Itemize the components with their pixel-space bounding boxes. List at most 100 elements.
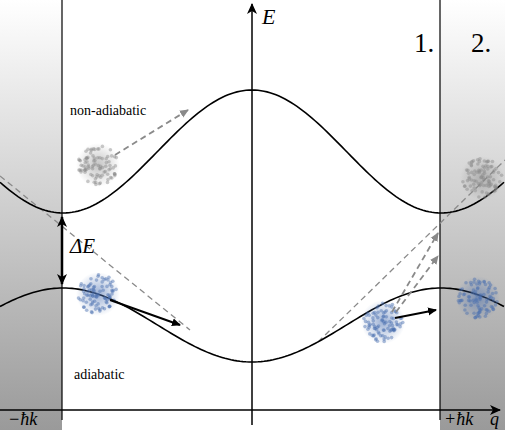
wavepacket-dot xyxy=(390,305,394,309)
wavepacket-dot xyxy=(85,156,89,160)
wavepacket-dot xyxy=(492,190,496,194)
wavepacket-dot xyxy=(105,285,109,289)
wavepacket-dot xyxy=(495,187,499,191)
wavepacket-dot xyxy=(483,195,487,199)
wavepacket-dot xyxy=(461,180,465,184)
wavepacket-dot xyxy=(82,305,86,309)
wavepacket-dot xyxy=(500,173,504,177)
wavepacket-dot xyxy=(482,178,486,182)
wavepacket-dot xyxy=(107,160,111,164)
wavepacket-dot xyxy=(85,156,89,160)
regime-label: adiabatic xyxy=(74,368,125,382)
wavepacket-dot xyxy=(395,323,399,327)
wavepacket-dot xyxy=(482,280,486,284)
wavepacket-dot xyxy=(469,281,473,285)
wavepacket-dot xyxy=(478,157,482,161)
wavepacket-dot xyxy=(472,159,476,163)
wavepacket-dot xyxy=(492,178,496,182)
tick-label: −ħk xyxy=(8,410,37,428)
wavepacket-dot xyxy=(368,332,372,336)
shaded-region xyxy=(0,0,62,430)
wavepacket-dot xyxy=(390,336,394,340)
wavepacket-dot xyxy=(393,328,397,332)
wavepacket-dot xyxy=(478,184,482,188)
wavepacket-dot xyxy=(91,167,95,171)
wavepacket-dot xyxy=(98,182,102,186)
wavepacket-dot xyxy=(477,195,481,199)
wavepacket-dot xyxy=(100,285,104,289)
wavepacket-dot xyxy=(385,315,389,319)
wavepacket-dot xyxy=(472,301,476,305)
wavepacket-dot xyxy=(486,160,490,164)
nonadiabatic-arrow xyxy=(392,233,438,312)
wavepacket-dot xyxy=(105,301,109,305)
wavepacket-dot xyxy=(110,285,114,289)
wavepacket-dot xyxy=(86,180,90,184)
wavepacket-dot xyxy=(97,307,101,311)
wavepacket-dot xyxy=(477,280,481,284)
wavepacket-dot xyxy=(106,293,110,297)
wavepacket-dot xyxy=(107,168,111,172)
wavepacket-dot xyxy=(476,304,480,308)
wavepacket-dot xyxy=(376,316,380,320)
wavepacket-dot xyxy=(90,310,94,314)
wavepacket-dot xyxy=(102,278,106,282)
wavepacket-dot xyxy=(83,161,87,165)
wavepacket-dot xyxy=(487,288,491,292)
regime-label: non-adiabatic xyxy=(70,104,146,118)
wavepacket-dot xyxy=(483,159,487,163)
gap-label: ΔE xyxy=(70,236,95,257)
wavepacket-dot xyxy=(88,298,92,302)
wavepacket-dot xyxy=(468,295,472,299)
wavepacket-dot xyxy=(95,278,99,282)
shaded-region xyxy=(440,0,505,430)
wavepacket-dot xyxy=(97,273,101,277)
wavepacket-dot xyxy=(379,334,383,338)
wavepacket-dot xyxy=(94,183,98,187)
wavepacket-dot xyxy=(485,308,489,312)
wavepacket-dot xyxy=(364,314,368,318)
wavepacket-dot xyxy=(485,300,489,304)
adiabatic-arrow xyxy=(395,310,436,318)
wavepacket-dot xyxy=(89,277,93,281)
wavepacket-dot xyxy=(461,287,465,291)
wavepacket-dot xyxy=(476,162,480,166)
wavepacket-dot xyxy=(92,159,96,163)
wavepacket-dot xyxy=(472,288,476,292)
wavepacket-dot xyxy=(382,320,386,324)
adiabatic-arrow xyxy=(110,300,180,325)
wavepacket-dot xyxy=(490,183,494,187)
wavepacket-dot xyxy=(492,170,496,174)
wavepacket-dot xyxy=(101,166,105,170)
lower-band xyxy=(0,288,504,362)
wavepacket-dot xyxy=(491,306,495,310)
wavepacket-dot xyxy=(85,308,89,312)
zone-boundary xyxy=(439,0,440,420)
wavepacket-dot xyxy=(372,333,376,337)
wavepacket-dot xyxy=(382,311,386,315)
wavepacket-dot xyxy=(366,327,370,331)
wavepacket-dot xyxy=(489,165,493,169)
wavepacket-dot xyxy=(463,304,467,308)
wavepacket-dot xyxy=(382,328,386,332)
wavepacket-dot xyxy=(88,283,92,287)
wavepacket-dot xyxy=(92,163,96,167)
free-dispersion xyxy=(0,176,190,330)
wavepacket-glow xyxy=(456,276,500,320)
wavepacket-dot xyxy=(368,323,372,327)
wavepacket-dot xyxy=(103,296,107,300)
wavepackets xyxy=(76,143,504,344)
wavepacket-dot xyxy=(97,164,101,168)
q-axis xyxy=(0,409,500,411)
upper-band xyxy=(0,90,504,213)
wavepacket-dot xyxy=(481,173,485,177)
wavepacket-dot xyxy=(470,163,474,167)
wavepacket-dot xyxy=(82,306,86,310)
wavepacket-dot xyxy=(373,311,377,315)
wavepacket-dot xyxy=(381,302,385,306)
wavepacket-dot xyxy=(85,168,89,172)
wavepacket-dot xyxy=(476,286,480,290)
wavepacket-dot xyxy=(84,150,88,154)
wavepacket-dot xyxy=(382,329,386,333)
tick-label: +ħk xyxy=(444,410,473,428)
